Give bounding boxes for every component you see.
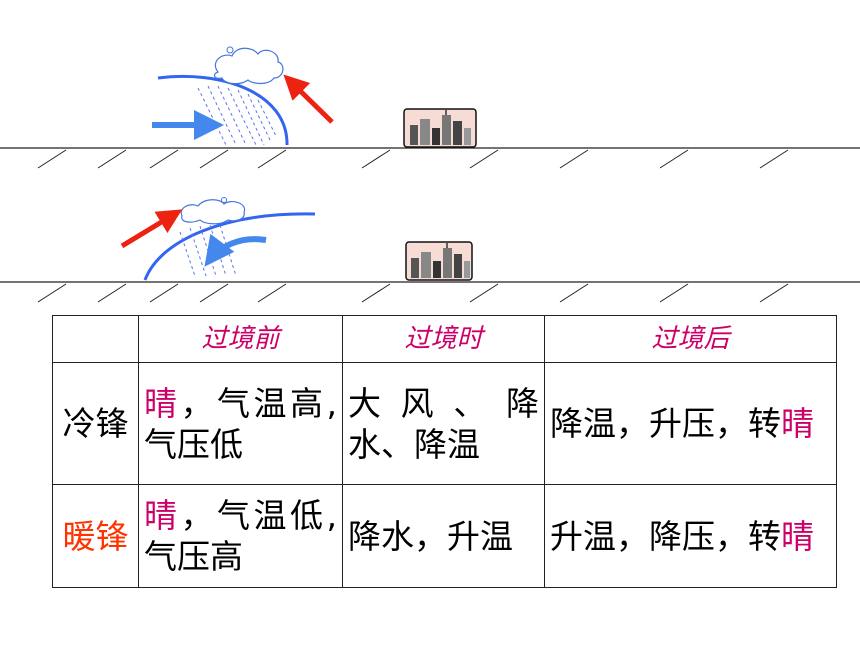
table-row: 暖锋 晴，气温低,气压高 降水，升温 升温，降压，转晴: [52, 484, 837, 588]
cold-after-cell: 降温，升压，转晴: [544, 362, 837, 485]
header-during: 过境时: [342, 315, 545, 363]
rain-streaks: [179, 224, 237, 277]
warm-after-cell: 升温，降压，转晴: [544, 484, 837, 588]
cold-front-surface: [157, 74, 289, 146]
cloud-icon: [180, 197, 246, 225]
warm-air-arrow: [120, 209, 183, 249]
warm-during-cell: 降水，升温: [342, 484, 545, 588]
city-skyline-icon: [403, 108, 477, 148]
ground-hatch: [37, 149, 789, 169]
warm-front-surface: [143, 212, 316, 281]
sunny-highlight: 晴: [144, 496, 181, 535]
table-row: 冷锋 晴，气温高,气压低 大风、降水、降温 降温，升压，转晴: [52, 362, 837, 485]
corner-cell: [52, 315, 139, 363]
warm-front-scene: [0, 197, 860, 303]
front-comparison-table: 过境前 过境时 过境后 冷锋 晴，气温高,气压低 大风、降水、降温 降温，升压，…: [52, 315, 837, 588]
warm-before-text: ，气温低,气压高: [144, 496, 337, 576]
row-label-cold-front: 冷锋: [52, 362, 139, 485]
ground-hatch: [37, 283, 789, 303]
warm-after-text: 升温，降压，转: [550, 516, 781, 556]
cold-during-cell: 大风、降水、降温: [342, 362, 545, 485]
city-skyline-icon: [405, 241, 473, 281]
cold-air-arrow: [204, 233, 267, 267]
warm-air-arrow: [283, 74, 334, 124]
warm-before-cell: 晴，气温低,气压高: [138, 484, 343, 588]
table-header-row: 过境前 过境时 过境后: [52, 315, 837, 363]
header-after: 过境后: [544, 315, 837, 363]
front-diagram: [0, 46, 860, 303]
sunny-highlight: 晴: [781, 516, 814, 556]
cold-before-cell: 晴，气温高,气压低: [138, 362, 343, 485]
rain-streaks: [197, 85, 277, 146]
header-before: 过境前: [138, 315, 343, 363]
cold-front-scene: [0, 46, 860, 169]
cold-before-text: ，气温高,气压低: [144, 383, 337, 464]
row-label-warm-front: 暖锋: [52, 484, 139, 588]
cold-after-text: 降温，升压，转: [550, 404, 781, 443]
cloud-icon: [213, 46, 284, 85]
sunny-highlight: 晴: [781, 404, 814, 443]
sunny-highlight: 晴: [144, 383, 181, 423]
